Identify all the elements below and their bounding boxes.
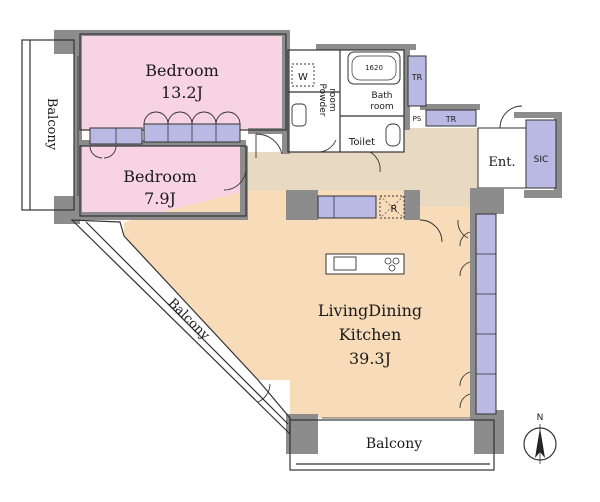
balcony-south-label: Balcony <box>366 436 422 452</box>
compass <box>523 424 557 464</box>
toilet-label: Toilet <box>348 137 375 148</box>
powder-basin <box>291 103 307 127</box>
entrance-label: Ent. <box>488 155 515 170</box>
sic-label: SIC <box>534 155 549 165</box>
balcony-west-label: Balcony <box>44 98 59 151</box>
kitchen-island <box>325 253 405 275</box>
ps-label: PS <box>413 115 422 123</box>
ldk-name-line2: Kitchen <box>339 325 402 344</box>
washer-label: W <box>298 72 308 83</box>
washer-space <box>291 63 315 87</box>
entrance-floor[interactable] <box>477 127 527 189</box>
bedroom-1-name: Bedroom <box>145 61 219 80</box>
tr-label-2: TR <box>445 115 457 124</box>
closet-door-arcs <box>89 105 523 409</box>
cooktop <box>384 257 400 272</box>
bedroom-2-size: 7.9J <box>144 189 176 208</box>
tr-label-1: TR <box>411 73 423 82</box>
hall-floor[interactable] <box>246 128 478 206</box>
bathtub-size-label: 1620 <box>365 64 383 72</box>
bedroom-1-size: 13.2J <box>161 83 203 102</box>
powder-room-label-2: room <box>327 88 337 111</box>
windows <box>77 56 470 419</box>
ldk-size: 39.3J <box>349 349 391 368</box>
bedroom-1-floor[interactable] <box>80 34 286 130</box>
outlines <box>21 33 495 471</box>
bathtub <box>347 51 401 85</box>
storage-dividers <box>115 124 496 375</box>
refrigerator-label: R <box>391 204 398 215</box>
toilet-fixture <box>385 123 401 147</box>
bath-room-label-2: room <box>370 102 393 112</box>
powder-room-label-1: Powder <box>317 84 327 117</box>
bath-room-label-1: Bath <box>372 91 393 101</box>
kitchen-sink <box>333 256 357 271</box>
ldk-floor[interactable] <box>124 190 474 418</box>
compass-label: N <box>537 413 544 423</box>
ldk-name-line1: LivingDining <box>318 301 422 320</box>
bedroom-2-name: Bedroom <box>123 167 197 186</box>
